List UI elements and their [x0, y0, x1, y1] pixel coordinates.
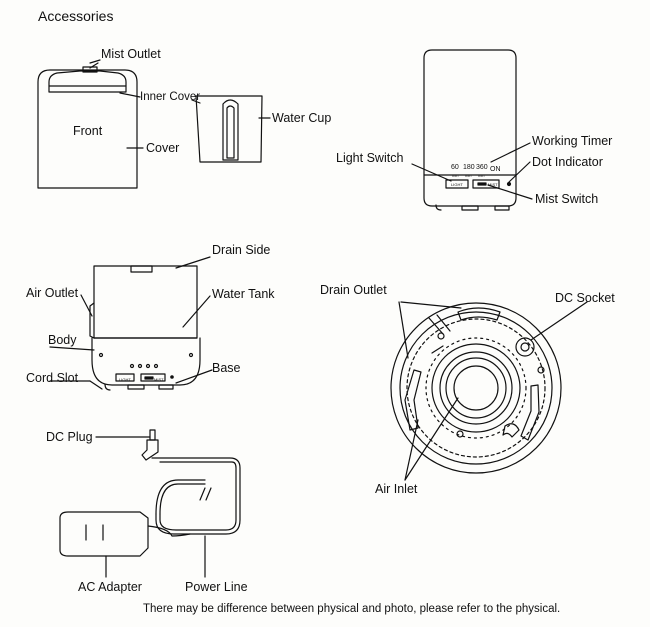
- timer-unit-180: min: [465, 173, 472, 178]
- leader-body: [50, 347, 94, 350]
- label-cord-slot: Cord Slot: [26, 371, 79, 385]
- leader-drain-side: [176, 257, 210, 268]
- light-button-text: LIGHT: [451, 182, 463, 187]
- leader-air-inlet-b: [405, 398, 458, 480]
- body-mist-button-text: MIST: [154, 377, 164, 382]
- label-drain-outlet: Drain Outlet: [320, 283, 387, 297]
- label-mist-switch: Mist Switch: [535, 192, 599, 206]
- label-cover: Cover: [146, 141, 180, 155]
- cable-drawing: [152, 458, 240, 534]
- timer-unit-360: min: [478, 173, 485, 178]
- footnote: There may be difference between physical…: [143, 603, 561, 615]
- body-light-button-text: LIGHT: [119, 377, 131, 382]
- label-front: Front: [73, 124, 103, 138]
- mist-button-text: MIST: [488, 182, 498, 187]
- leader-base: [176, 370, 212, 383]
- timer-60: 60: [451, 164, 459, 171]
- label-body: Body: [48, 333, 77, 347]
- leader-mist-outlet-2: [90, 63, 98, 68]
- leader-dot-indicator: [509, 162, 530, 182]
- cover-drawing: [38, 67, 137, 188]
- label-power-line: Power Line: [185, 580, 248, 594]
- label-air-outlet: Air Outlet: [26, 286, 79, 300]
- label-water-cup: Water Cup: [272, 111, 332, 125]
- label-mist-outlet: Mist Outlet: [101, 47, 161, 61]
- label-dc-plug: DC Plug: [46, 430, 93, 444]
- leader-light-switch: [412, 164, 451, 181]
- label-inner-cover: Inner Cover: [140, 91, 201, 103]
- label-base: Base: [212, 361, 241, 375]
- label-dc-socket: DC Socket: [555, 291, 615, 305]
- leader-mist-outlet: [90, 60, 100, 63]
- label-light-switch: Light Switch: [336, 151, 404, 165]
- label-air-inlet: Air Inlet: [375, 482, 418, 496]
- label-ac-adapter: AC Adapter: [78, 580, 142, 594]
- leader-inner-cover-2: [192, 100, 200, 103]
- leader-mist-switch: [488, 185, 532, 199]
- page-title: Accessories: [38, 8, 114, 24]
- water-cup-drawing: [196, 96, 262, 162]
- label-water-tank: Water Tank: [212, 287, 275, 301]
- label-drain-side: Drain Side: [212, 243, 271, 257]
- leader-inner-cover: [120, 93, 140, 97]
- leader-drain-outlet-b: [401, 302, 461, 308]
- timer-180: 180: [463, 164, 475, 171]
- label-dot-indicator: Dot Indicator: [532, 155, 603, 169]
- dc-plug-drawing: [142, 430, 158, 460]
- leader-dc-socket: [531, 302, 587, 340]
- leader-drain-outlet-a: [399, 302, 408, 358]
- leader-air-inlet-a: [405, 420, 418, 480]
- label-working-timer: Working Timer: [532, 134, 613, 148]
- body-drawing: [90, 266, 200, 390]
- unit-drawing: [424, 50, 516, 210]
- bottom-view-drawing: [391, 303, 561, 473]
- ac-adapter-drawing: [60, 512, 190, 556]
- leader-water-tank: [183, 296, 210, 327]
- timer-on: ON: [490, 166, 501, 173]
- leader-air-outlet: [81, 295, 92, 316]
- timer-360: 360: [476, 164, 488, 171]
- leader-cord-slot-2: [90, 381, 102, 389]
- timer-unit-60: min: [452, 173, 459, 178]
- leader-working-timer: [491, 143, 530, 162]
